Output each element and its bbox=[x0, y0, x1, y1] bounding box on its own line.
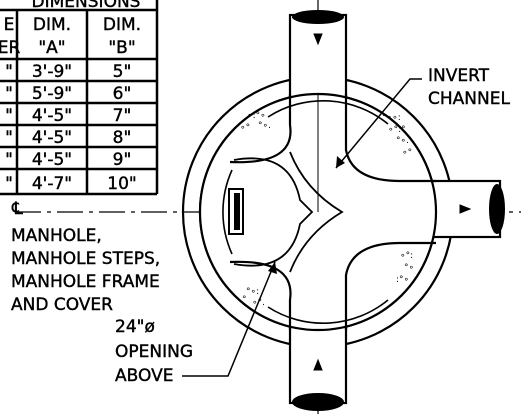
svg-text:∘°: ∘° bbox=[402, 148, 412, 158]
table-header-dim-a-line1: DIM. bbox=[33, 15, 71, 35]
label-manhole-line2: MANHOLE STEPS, bbox=[11, 249, 160, 269]
svg-text:∘°:: ∘°: bbox=[400, 251, 413, 261]
label-opening-line3: ABOVE bbox=[115, 366, 173, 386]
svg-text:°∘∘:: °∘∘: bbox=[382, 113, 401, 123]
table-header-col1-line2: ER bbox=[0, 38, 20, 58]
table-cell-dim-b: 6" bbox=[113, 84, 132, 104]
svg-text::°∘: :°∘ bbox=[396, 275, 409, 285]
table-row: " 3'-9" 5" bbox=[5, 62, 132, 82]
table-cell-dim-a: 5'-9" bbox=[32, 84, 72, 104]
table-cell-dim-b: 9" bbox=[113, 150, 132, 170]
table-cell-col1: " bbox=[5, 84, 13, 104]
table-cell-col1: " bbox=[5, 106, 13, 126]
table-row: " 4'-7" 10" bbox=[5, 174, 137, 194]
svg-text:°: ° bbox=[242, 295, 247, 305]
channel-junction bbox=[289, 151, 344, 273]
table-row: " 4'-5" 9" bbox=[5, 150, 132, 170]
table-header-dim-b-line1: DIM. bbox=[103, 15, 141, 35]
table-cell-col1: " bbox=[5, 62, 13, 82]
label-opening-size: 24"ø bbox=[115, 317, 155, 337]
svg-text:°∘.: °∘. bbox=[258, 121, 271, 131]
table-cell-dim-b: 8" bbox=[113, 128, 132, 148]
label-manhole-line3: MANHOLE FRAME bbox=[11, 272, 160, 292]
table-cell-dim-a: 4'-5" bbox=[32, 150, 72, 170]
table-cell-col1: " bbox=[5, 174, 13, 194]
table-cell-dim-b: 7" bbox=[113, 106, 132, 126]
svg-text:°∘:: °∘: bbox=[246, 287, 259, 297]
svg-text:∘°:°: ∘°:° bbox=[388, 125, 406, 135]
table-header-col1-line1: E bbox=[4, 15, 15, 35]
label-manhole-line1: MANHOLE, bbox=[11, 226, 102, 246]
flow-arrows bbox=[313, 33, 472, 371]
invert-channel bbox=[229, 94, 436, 330]
table-cell-dim-b: 5" bbox=[113, 62, 132, 82]
table-header-dim-b-line2: "B" bbox=[108, 38, 135, 58]
svg-text:∘°: ∘° bbox=[240, 123, 250, 133]
label-manhole-line4: AND COVER bbox=[11, 295, 113, 315]
table-cell-dim-a: 4'-5" bbox=[32, 128, 72, 148]
table-cell-col1: " bbox=[5, 150, 13, 170]
table-cell-col1: " bbox=[5, 128, 13, 148]
table-cell-dim-a: 3'-9" bbox=[32, 62, 72, 82]
centerline-symbol: ℄ bbox=[11, 199, 23, 219]
table-title: DIMENSIONS bbox=[32, 0, 141, 12]
svg-text:°∘: °∘ bbox=[404, 263, 414, 273]
label-channel: CHANNEL bbox=[428, 89, 510, 109]
table-cell-dim-a: 4'-7" bbox=[32, 174, 72, 194]
label-opening-line2: OPENING bbox=[115, 342, 193, 362]
leader-opening bbox=[182, 261, 276, 377]
label-invert: INVERT bbox=[428, 66, 490, 86]
table-cell-dim-b: 10" bbox=[107, 174, 136, 194]
table-row: " 4'-5" 7" bbox=[5, 106, 132, 126]
svg-text:°∘.: °∘. bbox=[396, 136, 409, 146]
opening-circle bbox=[233, 157, 314, 267]
leader-invert bbox=[335, 78, 422, 169]
dimensions-table bbox=[0, 0, 159, 196]
table-row: " 4'-5" 8" bbox=[5, 128, 132, 148]
svg-text:∘:°∘: ∘:°∘ bbox=[247, 111, 266, 121]
table-header-dim-a-line2: "A" bbox=[38, 38, 65, 58]
table-cell-dim-a: 4'-5" bbox=[32, 106, 72, 126]
manhole-steps bbox=[228, 188, 244, 235]
table-row: " 5'-9" 6" bbox=[5, 84, 132, 104]
